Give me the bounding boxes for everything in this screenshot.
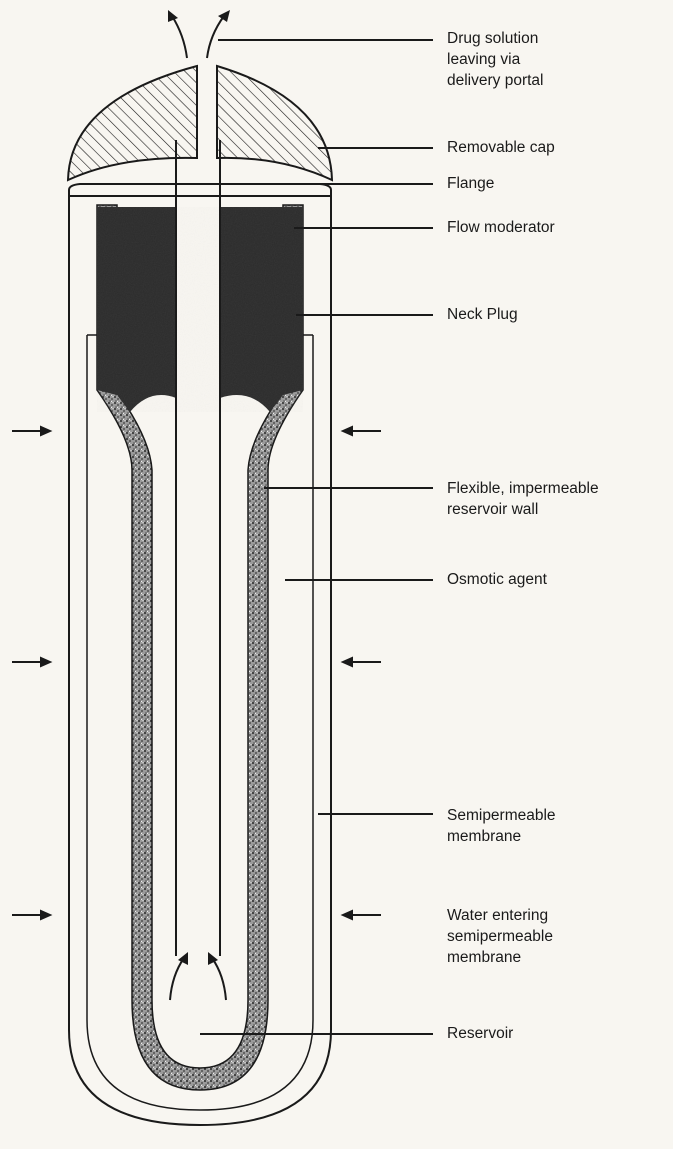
label-reservoir-wall: Flexible, impermeable reservoir wall bbox=[447, 478, 599, 520]
exit-arrow-right bbox=[207, 16, 224, 58]
label-neck-plug: Neck Plug bbox=[447, 304, 518, 325]
label-water-entering: Water entering semipermeable membrane bbox=[447, 905, 553, 968]
label-reservoir: Reservoir bbox=[447, 1023, 513, 1044]
membrane-inner-outline bbox=[87, 335, 313, 1110]
removable-cap-right bbox=[217, 66, 332, 180]
entry-arrow-right bbox=[212, 958, 226, 1000]
label-reservoir-wall-line-1: Flexible, impermeable bbox=[447, 478, 599, 499]
water-arrows-right bbox=[343, 427, 381, 919]
water-arrows-left bbox=[12, 427, 50, 919]
label-flange: Flange bbox=[447, 173, 494, 194]
entry-arrow-left bbox=[170, 958, 184, 1000]
label-water-entering-line-3: membrane bbox=[447, 947, 553, 968]
exit-arrow-left-head bbox=[168, 10, 178, 22]
label-removable-cap: Removable cap bbox=[447, 137, 555, 158]
label-semipermeable-membrane-line-1: Semipermeable bbox=[447, 805, 556, 826]
label-drug-solution-line-1: Drug solution bbox=[447, 28, 544, 49]
label-semipermeable-membrane-line-2: membrane bbox=[447, 826, 556, 847]
label-water-entering-line-2: semipermeable bbox=[447, 926, 553, 947]
label-reservoir-wall-line-2: reservoir wall bbox=[447, 499, 599, 520]
label-flow-moderator: Flow moderator bbox=[447, 217, 555, 238]
exit-arrow-left bbox=[172, 16, 187, 58]
flange bbox=[69, 184, 331, 196]
entry-arrow-left-head bbox=[178, 952, 188, 965]
label-water-entering-line-1: Water entering bbox=[447, 905, 553, 926]
label-semipermeable-membrane: Semipermeable membrane bbox=[447, 805, 556, 847]
exit-arrow-right-head bbox=[218, 10, 230, 22]
label-drug-solution-line-3: delivery portal bbox=[447, 70, 544, 91]
removable-cap-left bbox=[68, 66, 197, 180]
entry-arrow-right-head bbox=[208, 952, 218, 965]
moderator-grain bbox=[97, 207, 303, 412]
label-osmotic-agent: Osmotic agent bbox=[447, 569, 547, 590]
label-drug-solution-line-2: leaving via bbox=[447, 49, 544, 70]
label-drug-solution: Drug solution leaving via delivery porta… bbox=[447, 28, 544, 91]
